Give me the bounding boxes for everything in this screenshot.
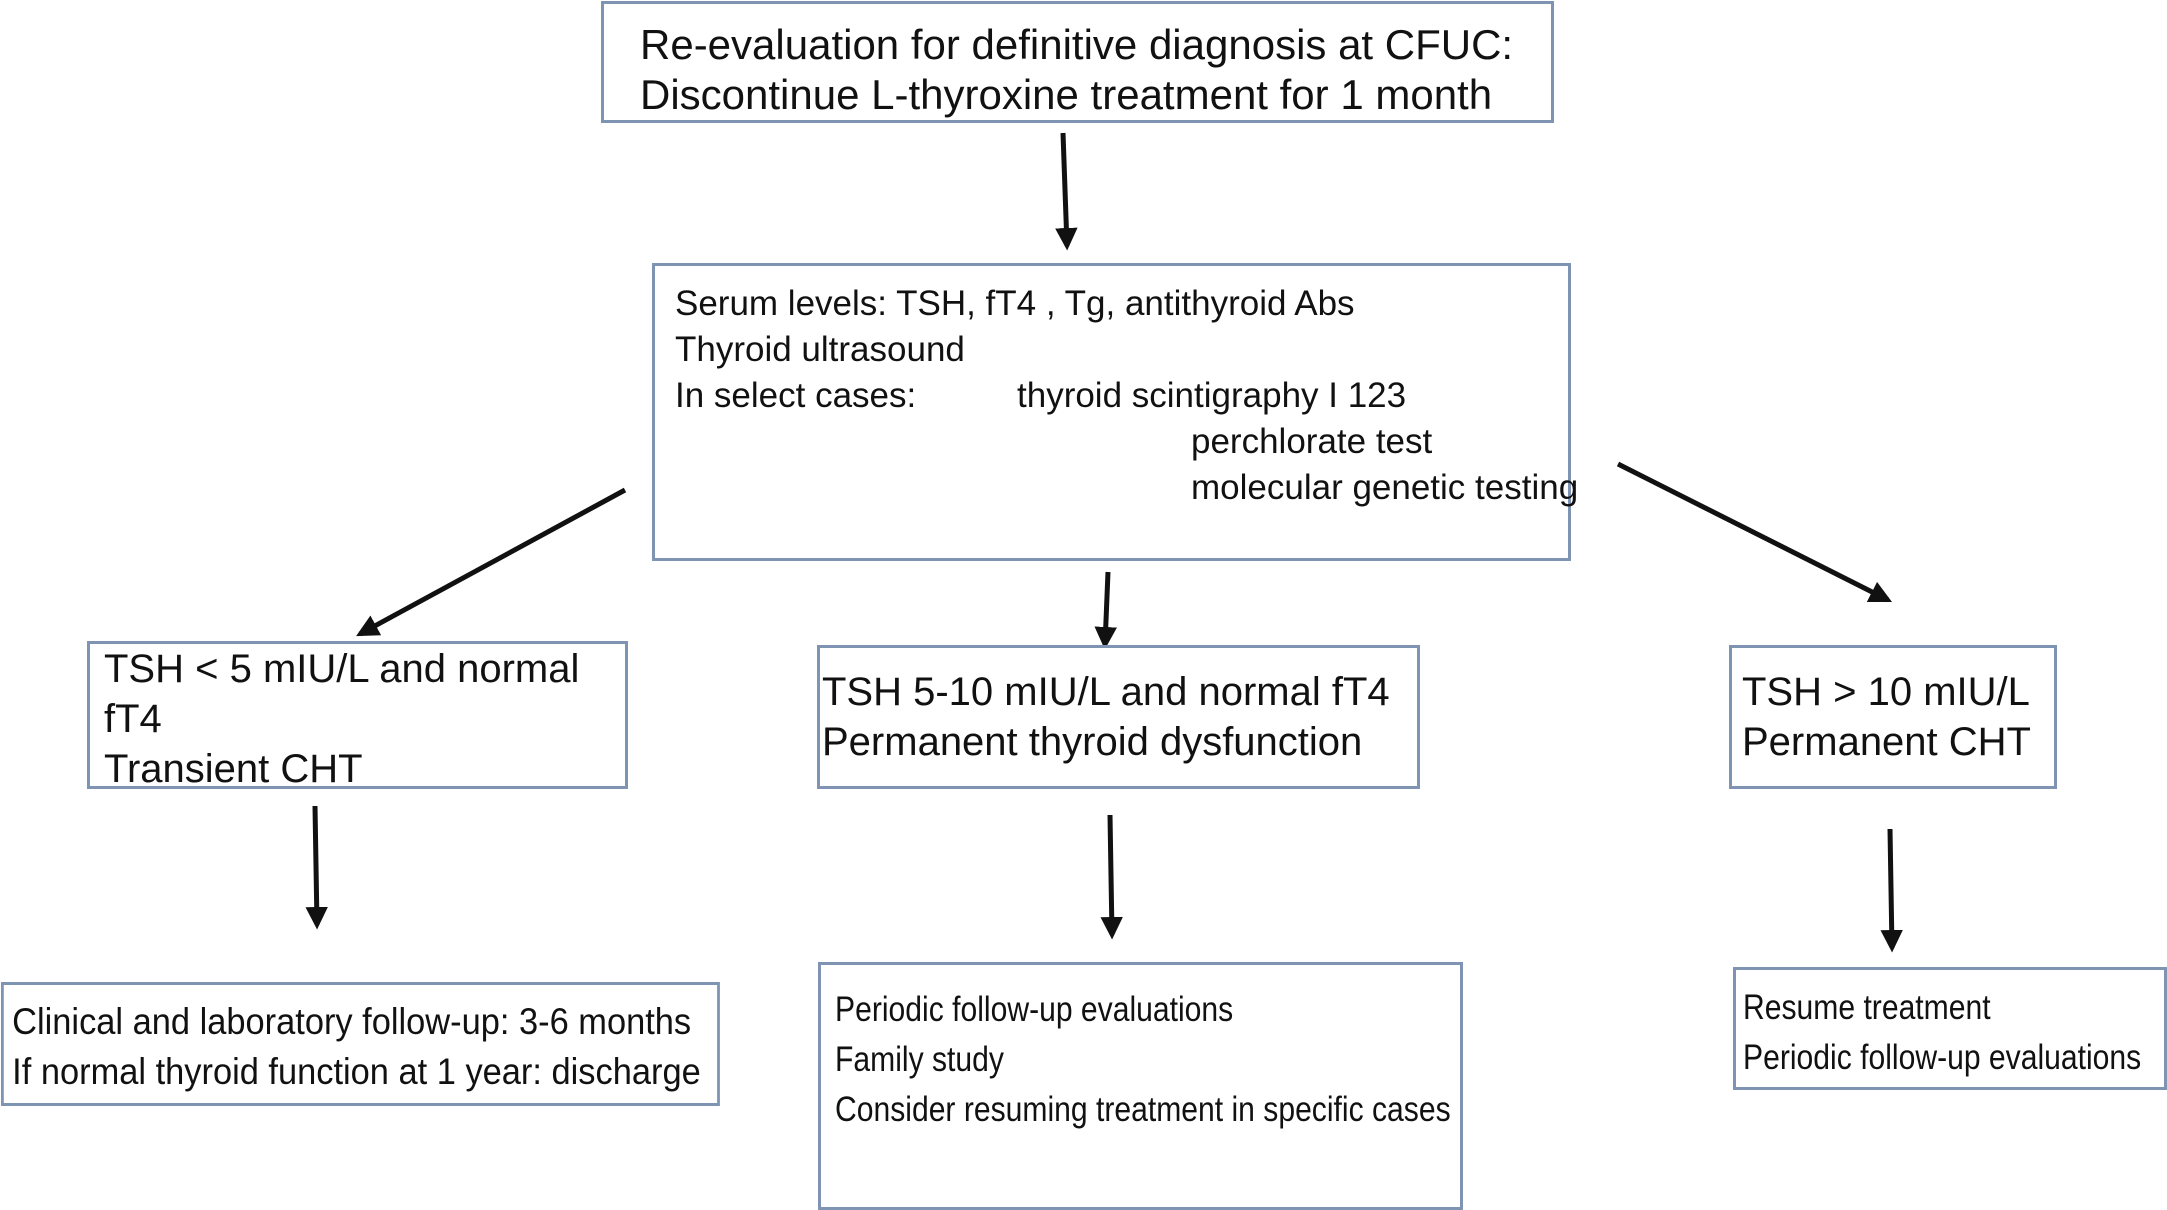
outcome-transient-line-3: Transient CHT (104, 747, 363, 791)
outcome-transient-line-1: TSH < 5 mIU/L and normal (104, 647, 580, 691)
select-item-genetic-testing: molecular genetic testing (1191, 468, 1579, 507)
followup-transient-line-1: Clinical and laboratory follow-up: 3-6 m… (12, 1001, 692, 1042)
outcome-dysfunction-line-1: TSH 5-10 mIU/L and normal fT4 (822, 670, 1390, 714)
select-item-scintigraphy: thyroid scintigraphy I 123 (1017, 376, 1407, 415)
reevaluation-box: Re-evaluation for definitive diagnosis a… (601, 1, 1554, 123)
arrow-evaluation-to-middle (1094, 571, 1117, 650)
arrow-evaluation-to-left (356, 487, 627, 637)
outcome-transient-line-2: fT4 (104, 697, 162, 741)
outcome-permanent-line-1: TSH > 10 mIU/L (1742, 670, 2030, 714)
followup-dysfunction-line-1: Periodic follow-up evaluations (835, 990, 1234, 1029)
outcome-transient-box: TSH < 5 mIU/L and normal fT4 Transient C… (87, 641, 628, 791)
outcome-permanent-box: TSH > 10 mIU/L Permanent CHT (1729, 645, 2057, 789)
arrow-right-to-followup (1880, 828, 1903, 953)
followup-permanent-box: Resume treatment Periodic follow-up eval… (1733, 967, 2167, 1090)
followup-transient-line-2: If normal thyroid function at 1 year: di… (12, 1051, 701, 1092)
reevaluation-line-1: Re-evaluation for definitive diagnosis a… (640, 21, 1514, 68)
followup-dysfunction-line-3: Consider resuming treatment in specific … (835, 1090, 1451, 1129)
followup-dysfunction-box: Periodic follow-up evaluations Family st… (818, 962, 1463, 1210)
evaluation-box: Serum levels: TSH, fT4 , Tg, antithyroid… (652, 263, 1578, 561)
outcome-dysfunction-line-2: Permanent thyroid dysfunction (822, 720, 1363, 764)
followup-permanent-line-2: Periodic follow-up evaluations (1743, 1038, 2142, 1077)
arrow-top-to-evaluation (1055, 132, 1078, 251)
arrow-evaluation-to-right (1616, 461, 1893, 603)
arrow-middle-to-followup (1100, 814, 1123, 940)
arrow-left-to-followup (305, 805, 328, 930)
ultrasound-text: Thyroid ultrasound (675, 330, 965, 369)
outcome-permanent-line-2: Permanent CHT (1742, 720, 2031, 764)
outcome-dysfunction-box: TSH 5-10 mIU/L and normal fT4 Permanent … (817, 645, 1420, 789)
reevaluation-line-2: Discontinue L-thyroxine treatment for 1 … (640, 71, 1493, 118)
select-cases-label: In select cases: (675, 376, 917, 415)
followup-transient-box: Clinical and laboratory follow-up: 3-6 m… (1, 982, 720, 1106)
select-item-perchlorate: perchlorate test (1191, 422, 1433, 461)
serum-levels-text: Serum levels: TSH, fT4 , Tg, antithyroid… (675, 284, 1355, 323)
followup-permanent-line-1: Resume treatment (1743, 988, 1991, 1027)
followup-dysfunction-line-2: Family study (835, 1040, 1004, 1079)
